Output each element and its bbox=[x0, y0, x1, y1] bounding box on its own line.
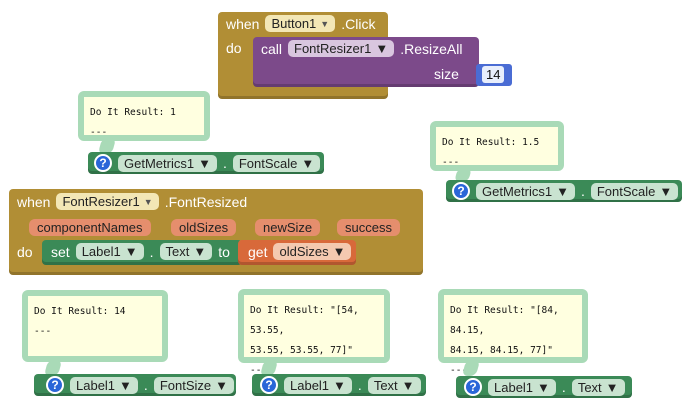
param-componentnames[interactable]: componentNames bbox=[29, 219, 151, 236]
do-it-result-bubble: Do It Result: 1.5 --- bbox=[430, 121, 564, 171]
dropdown-label: oldSizes bbox=[279, 244, 329, 259]
component-dropdown[interactable]: GetMetrics1▼ bbox=[118, 154, 217, 172]
component-dropdown[interactable]: Label1▼ bbox=[284, 376, 352, 394]
property-dropdown[interactable]: FontScale▼ bbox=[590, 182, 679, 200]
dropdown-label: FontResizer1 bbox=[294, 41, 372, 56]
help-icon[interactable]: ? bbox=[452, 182, 470, 200]
button1-dropdown[interactable]: Button1▼ bbox=[265, 15, 336, 32]
do-it-result-text: Do It Result: 1.5 --- bbox=[436, 127, 558, 168]
when-keyword: when bbox=[226, 15, 260, 32]
dropdown-label: Text bbox=[165, 244, 190, 259]
resizeall-method-label: .ResizeAll bbox=[400, 40, 463, 57]
fontresizer-dropdown[interactable]: FontResizer1▼ bbox=[56, 193, 159, 210]
help-icon[interactable]: ? bbox=[46, 376, 64, 394]
chevron-down-icon: ▼ bbox=[375, 41, 389, 56]
chevron-down-icon: ▼ bbox=[659, 183, 673, 199]
chevron-down-icon: ▼ bbox=[333, 377, 346, 393]
help-icon[interactable]: ? bbox=[260, 376, 278, 394]
do-it-result-bubble: Do It Result: "[84, 84.15, 84.15, 84.15,… bbox=[438, 289, 588, 376]
dot-separator: . bbox=[143, 377, 148, 393]
set-label-text-block[interactable]: set Label1▼ . Text▼ to bbox=[42, 240, 242, 265]
dropdown-label: GetMetrics1 bbox=[482, 183, 553, 199]
chevron-down-icon: ▼ bbox=[124, 244, 138, 259]
getmetrics-fontscale-getter[interactable]: ? GetMetrics1▼ . FontScale▼ bbox=[446, 180, 682, 202]
component-dropdown[interactable]: Label1▼ bbox=[70, 376, 138, 394]
do-it-result-bubble: Do It Result: "[54, 53.55, 53.55, 53.55,… bbox=[238, 289, 390, 376]
property-dropdown[interactable]: FontSize▼ bbox=[153, 376, 234, 394]
dot-separator: . bbox=[357, 377, 362, 393]
set-keyword: set bbox=[51, 243, 70, 260]
dropdown-label: Text bbox=[373, 377, 398, 393]
param-oldsizes[interactable]: oldSizes bbox=[171, 219, 237, 236]
label-fontsize-getter[interactable]: ? Label1▼ . FontSize▼ bbox=[34, 374, 236, 396]
dropdown-label: FontResizer1 bbox=[62, 194, 140, 209]
param-success[interactable]: success bbox=[337, 219, 400, 236]
label-text-getter[interactable]: ? Label1▼ . Text▼ bbox=[252, 374, 426, 396]
dropdown-label: FontScale bbox=[596, 183, 656, 199]
dot-separator: . bbox=[580, 183, 585, 199]
dot-separator: . bbox=[222, 155, 227, 171]
chevron-down-icon: ▼ bbox=[320, 18, 330, 29]
property-dropdown[interactable]: Text▼ bbox=[367, 376, 421, 394]
label-text-getter[interactable]: ? Label1▼ . Text▼ bbox=[456, 376, 632, 398]
to-keyword: to bbox=[218, 243, 230, 260]
component-dropdown[interactable]: Label1▼ bbox=[75, 243, 144, 260]
dropdown-label: Label1 bbox=[290, 377, 330, 393]
chevron-down-icon: ▼ bbox=[537, 379, 550, 395]
do-keyword: do bbox=[17, 244, 33, 260]
chevron-down-icon: ▼ bbox=[215, 377, 228, 393]
variable-dropdown[interactable]: oldSizes▼ bbox=[273, 243, 352, 260]
dropdown-label: Label1 bbox=[81, 244, 121, 259]
do-it-result-text: Do It Result: 1 --- bbox=[84, 97, 204, 138]
chevron-down-icon: ▼ bbox=[193, 244, 207, 259]
when-keyword: when bbox=[17, 193, 51, 210]
fontresizer-dropdown[interactable]: FontResizer1▼ bbox=[288, 40, 395, 57]
number-value[interactable]: 14 bbox=[482, 66, 505, 83]
dot-separator: . bbox=[561, 379, 566, 395]
do-keyword: do bbox=[226, 40, 242, 56]
dropdown-label: FontSize bbox=[159, 377, 212, 393]
property-dropdown[interactable]: Text▼ bbox=[159, 243, 213, 260]
dropdown-label: GetMetrics1 bbox=[124, 155, 195, 171]
dropdown-label: Button1 bbox=[271, 16, 317, 31]
chevron-down-icon: ▼ bbox=[119, 377, 132, 393]
help-icon[interactable]: ? bbox=[94, 154, 112, 172]
number-block[interactable]: 14 bbox=[476, 64, 512, 86]
chevron-down-icon: ▼ bbox=[401, 377, 415, 393]
fontresized-event-label: .FontResized bbox=[164, 193, 248, 210]
chevron-down-icon: ▼ bbox=[332, 244, 346, 259]
call-keyword: call bbox=[261, 40, 283, 57]
chevron-down-icon: ▼ bbox=[143, 196, 153, 207]
help-icon[interactable]: ? bbox=[464, 378, 482, 396]
call-resizeall-block[interactable]: call FontResizer1▼ .ResizeAll size bbox=[253, 37, 479, 87]
dropdown-label: FontScale bbox=[238, 155, 298, 171]
do-it-result-text: Do It Result: "[84, 84.15, 84.15, 84.15,… bbox=[444, 295, 582, 376]
dropdown-label: Text bbox=[577, 379, 602, 395]
property-dropdown[interactable]: Text▼ bbox=[571, 378, 625, 396]
chevron-down-icon: ▼ bbox=[605, 379, 619, 395]
property-dropdown[interactable]: FontScale▼ bbox=[232, 154, 321, 172]
param-newsize[interactable]: newSize bbox=[255, 219, 321, 236]
chevron-down-icon: ▼ bbox=[301, 155, 315, 171]
get-keyword: get bbox=[248, 243, 268, 260]
do-it-result-bubble: Do It Result: 14 --- bbox=[22, 290, 168, 362]
size-arg-label: size bbox=[434, 66, 459, 82]
click-event-label: .Click bbox=[341, 15, 376, 32]
chevron-down-icon: ▼ bbox=[198, 155, 211, 171]
do-it-result-text: Do It Result: "[54, 53.55, 53.55, 53.55,… bbox=[244, 295, 384, 376]
dot-separator: . bbox=[149, 243, 154, 260]
dropdown-label: Label1 bbox=[76, 377, 116, 393]
dropdown-label: Label1 bbox=[494, 379, 534, 395]
get-variable-block[interactable]: get oldSizes▼ bbox=[238, 240, 356, 265]
component-dropdown[interactable]: Label1▼ bbox=[488, 378, 556, 396]
component-dropdown[interactable]: GetMetrics1▼ bbox=[476, 182, 575, 200]
chevron-down-icon: ▼ bbox=[556, 183, 569, 199]
do-it-result-bubble: Do It Result: 1 --- bbox=[78, 91, 210, 141]
do-it-result-text: Do It Result: 14 --- bbox=[28, 296, 162, 356]
getmetrics-fontscale-getter[interactable]: ? GetMetrics1▼ . FontScale▼ bbox=[88, 152, 324, 174]
